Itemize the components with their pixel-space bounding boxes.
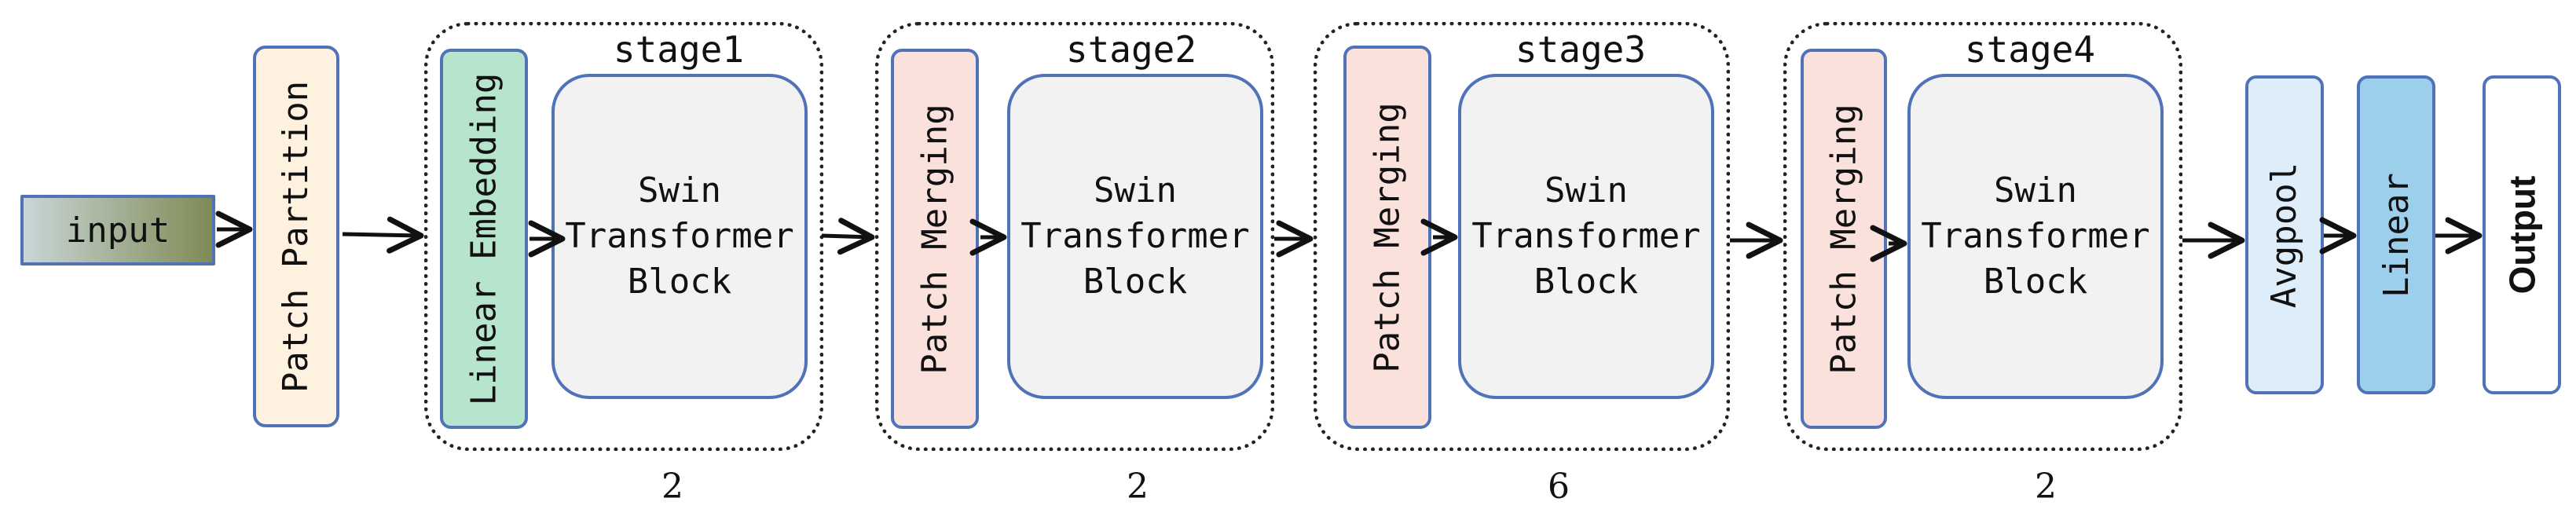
stage1-block-line-1: Swin <box>638 170 721 211</box>
stage3-block-line-2: Transformer <box>1471 216 1701 256</box>
stage1-linear-embedding: Linear Embedding <box>440 49 528 429</box>
stage3-frame <box>1314 22 1730 451</box>
stage3-title: stage3 <box>1515 28 1647 71</box>
stage2-block-line-2: Transformer <box>1021 216 1250 256</box>
patch-partition-node: Patch Partition <box>253 46 339 427</box>
output-node: Output <box>2483 75 2561 394</box>
stage1-frame <box>424 22 823 451</box>
stage2-block-line-3: Block <box>1083 262 1188 302</box>
stage4-block-line-3: Block <box>1983 262 2088 302</box>
linear-node: Linear <box>2357 75 2435 394</box>
stage2-frame <box>875 22 1274 451</box>
input-label: input <box>65 210 170 251</box>
arrow-partition-to-stage1 <box>342 216 424 254</box>
stage2-repeat-count: 2 <box>1127 467 1149 507</box>
stage4-block-line-2: Transformer <box>1921 216 2150 256</box>
stage4-block-line-1: Swin <box>1994 170 2077 211</box>
stage1-title: stage1 <box>613 28 745 71</box>
stage4-repeat-count: 2 <box>2035 467 2057 507</box>
input-node: input <box>20 195 215 265</box>
stage3-swin-block: Swin Transformer Block <box>1458 74 1714 399</box>
arrow-stage1-to-stage2 <box>821 218 875 255</box>
stage3-repeat-count: 6 <box>1548 467 1570 507</box>
stage1-block-line-2: Transformer <box>565 216 794 256</box>
stage3-block-line-1: Swin <box>1545 170 1628 211</box>
stage3-block-line-3: Block <box>1534 262 1639 302</box>
stage2-block-line-1: Swin <box>1094 170 1177 211</box>
stage4-title: stage4 <box>1964 28 2096 71</box>
stage3-patch-merging: Patch Merging <box>1343 46 1431 429</box>
stage2-title: stage2 <box>1065 28 1197 71</box>
stage2-swin-block: Swin Transformer Block <box>1007 74 1263 399</box>
avgpool-node: Avgpool <box>2245 75 2324 394</box>
stage1-block-line-3: Block <box>627 262 732 302</box>
stage1-repeat-count: 2 <box>661 467 683 507</box>
stage4-frame <box>1783 22 2182 451</box>
stage4-swin-block: Swin Transformer Block <box>1907 74 2164 399</box>
